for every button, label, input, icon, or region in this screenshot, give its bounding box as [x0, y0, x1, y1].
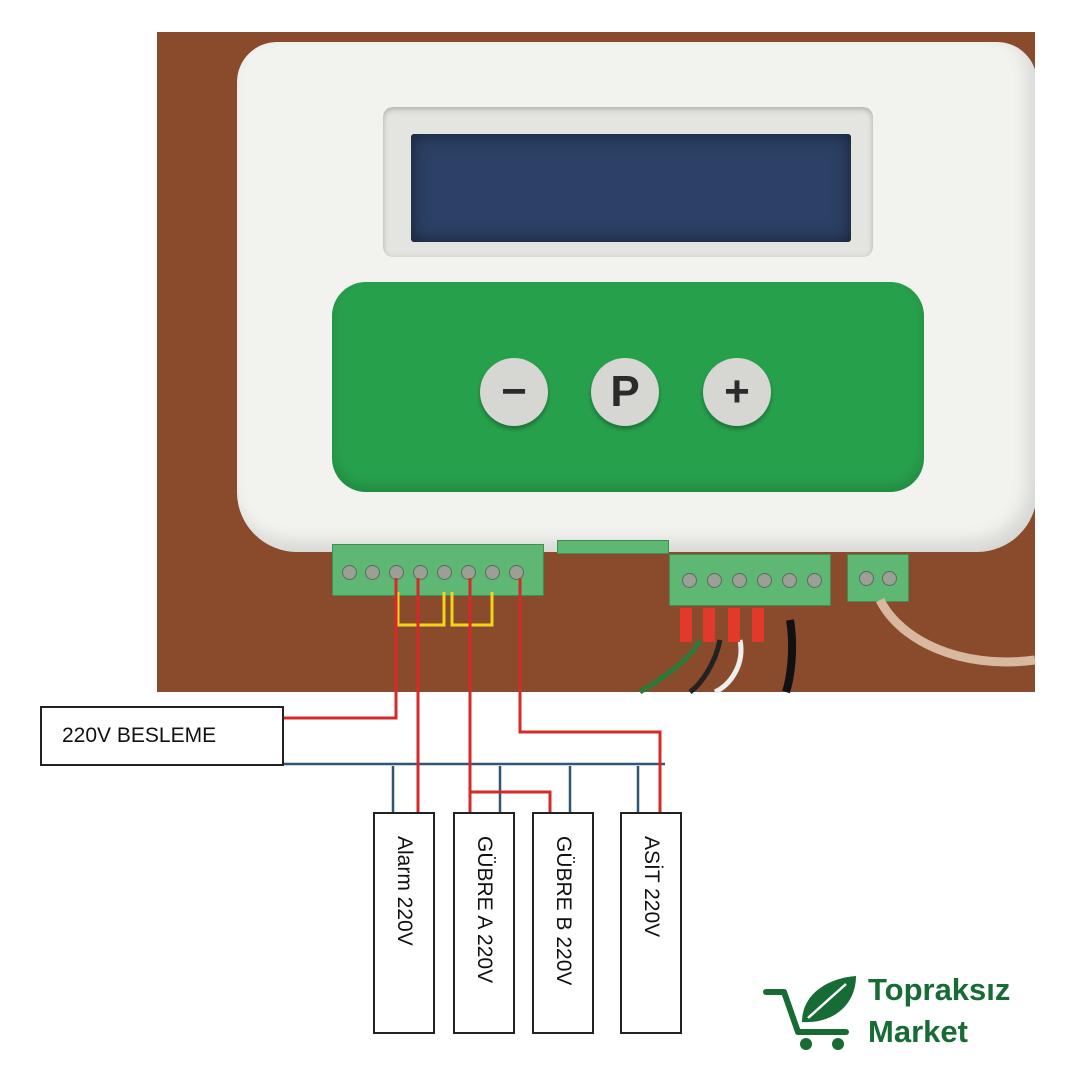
load-box-gubre-a: GÜBRE A 220V — [453, 812, 515, 1034]
supply-label-box: 220V BESLEME — [40, 706, 284, 766]
lcd-display — [411, 134, 851, 242]
terminal-screw — [485, 565, 500, 580]
terminal-screw — [882, 571, 897, 586]
terminal-screw — [509, 565, 524, 580]
load-label-gubre-a: GÜBRE A 220V — [473, 836, 496, 984]
load-label-alarm: Alarm 220V — [393, 836, 416, 946]
terminal-screw — [437, 565, 452, 580]
supply-label: 220V BESLEME — [62, 724, 217, 747]
cable-wire — [782, 619, 797, 694]
live-wiring — [284, 578, 662, 812]
terminal-screw — [342, 565, 357, 580]
asit-live-wire — [518, 578, 662, 812]
plus-key[interactable]: + — [703, 358, 771, 426]
terminal-screw — [859, 571, 874, 586]
terminal-screw — [707, 573, 722, 588]
terminal-screw — [682, 573, 697, 588]
load-box-alarm: Alarm 220V — [373, 812, 435, 1034]
ferrule — [728, 608, 740, 642]
controller-photo: − P + — [157, 32, 1035, 692]
terminal-block-left — [332, 544, 544, 596]
ferrule — [680, 608, 692, 642]
jumper-wire-2 — [450, 592, 494, 627]
terminal-screw — [782, 573, 797, 588]
terminal-screw — [757, 573, 772, 588]
brand-name-line1: Topraksız — [868, 972, 1011, 1007]
terminal-screw — [365, 565, 380, 580]
load-label-gubre-b: GÜBRE B 220V — [552, 836, 575, 986]
terminal-strip-middle — [557, 540, 669, 554]
terminal-screw — [413, 565, 428, 580]
p-key[interactable]: P — [591, 358, 659, 426]
minus-key[interactable]: − — [480, 358, 548, 426]
brand-logo: Topraksız Market — [762, 970, 1062, 1060]
load-box-gubre-b: GÜBRE B 220V — [532, 812, 594, 1034]
supply-live-wire — [284, 578, 398, 720]
wire-ferrules — [680, 608, 764, 642]
cable-bundle — [638, 597, 1036, 695]
ferrule — [752, 608, 764, 642]
cable-wire — [875, 597, 1036, 667]
load-label-asit: ASİT 220V — [640, 836, 663, 938]
cable-wire — [713, 639, 744, 695]
terminal-screw — [807, 573, 822, 588]
ferrule — [703, 608, 715, 642]
brand-name-line2: Market — [868, 1014, 968, 1049]
jumper-wire-1 — [396, 592, 446, 627]
gubre-b-live-wire — [470, 790, 552, 812]
neutral-wiring — [284, 762, 665, 812]
cable-wire — [688, 639, 723, 695]
cable-wire — [638, 638, 703, 695]
terminal-screw — [732, 573, 747, 588]
terminal-block-right — [669, 554, 831, 606]
load-box-asit: ASİT 220V — [620, 812, 682, 1034]
terminal-block-power — [847, 554, 909, 602]
cart-leaf-icon — [763, 976, 856, 1050]
